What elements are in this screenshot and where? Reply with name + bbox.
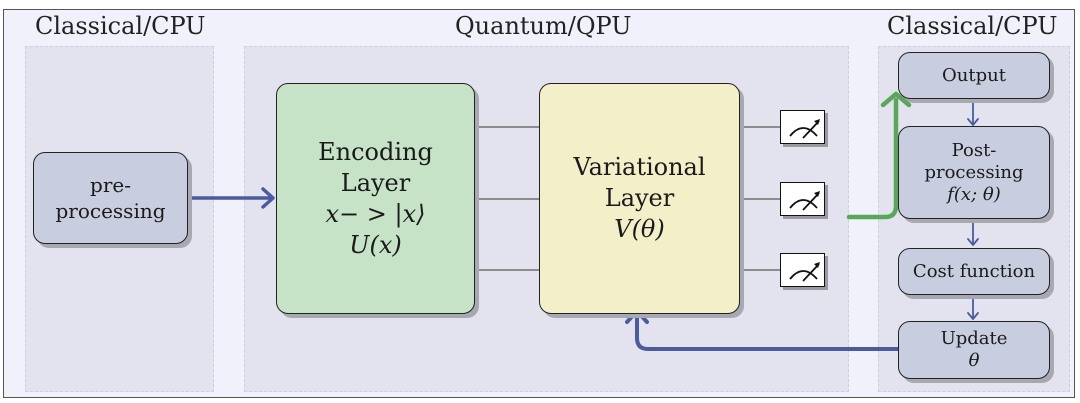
arrow-quantum-output-to-output: [846, 97, 899, 220]
preprocessing-label-2: processing: [55, 199, 166, 223]
variational-layer-box: Variational Layer V(θ): [539, 83, 740, 314]
arrow-output-to-postprocessing: [967, 118, 979, 126]
cost-function-label: Cost function: [912, 260, 1036, 282]
arrow-cost-to-update: [967, 312, 979, 320]
cost-function-box: Cost function: [898, 248, 1050, 295]
postprocessing-label-2: processing: [924, 161, 1024, 183]
output-box: Output: [898, 52, 1050, 99]
preprocessing-box: pre- processing: [33, 152, 188, 244]
region-title-left: Classical/CPU: [35, 12, 206, 40]
arrow-postprocessing-to-cost: [967, 238, 979, 246]
preprocessing-label-1: pre-: [90, 173, 131, 197]
update-box: Update θ: [898, 321, 1050, 379]
variational-title: Variational: [573, 153, 706, 181]
region-title-right: Classical/CPU: [887, 12, 1058, 40]
arrow-update-to-variational: [635, 312, 900, 351]
postprocessing-label-1: Post-: [951, 139, 997, 161]
encoding-title: Encoding: [318, 137, 433, 166]
variational-operator: V(θ): [614, 215, 665, 243]
encoding-operator: U(x): [349, 230, 402, 259]
measurement-meter-icon: [780, 253, 825, 287]
encoding-layer-box: Encoding Layer x− > |x⟩ U(x): [276, 83, 475, 314]
postprocessing-box: Post- processing f(x; θ): [898, 126, 1050, 219]
measurement-meter-icon: [780, 110, 825, 144]
region-title-middle: Quantum/QPU: [455, 12, 632, 40]
arrowhead-encoding: [261, 187, 275, 209]
encoding-map: x− > |x⟩: [325, 199, 426, 228]
variational-subtitle: Layer: [604, 184, 675, 212]
postprocessing-function: f(x; θ): [947, 183, 1001, 205]
measurement-meter-icon: [780, 182, 825, 216]
arrowhead-output: [880, 91, 912, 108]
update-label: Update: [940, 328, 1008, 349]
output-label: Output: [942, 64, 1006, 86]
encoding-subtitle: Layer: [340, 168, 411, 197]
update-parameter: θ: [968, 350, 980, 371]
